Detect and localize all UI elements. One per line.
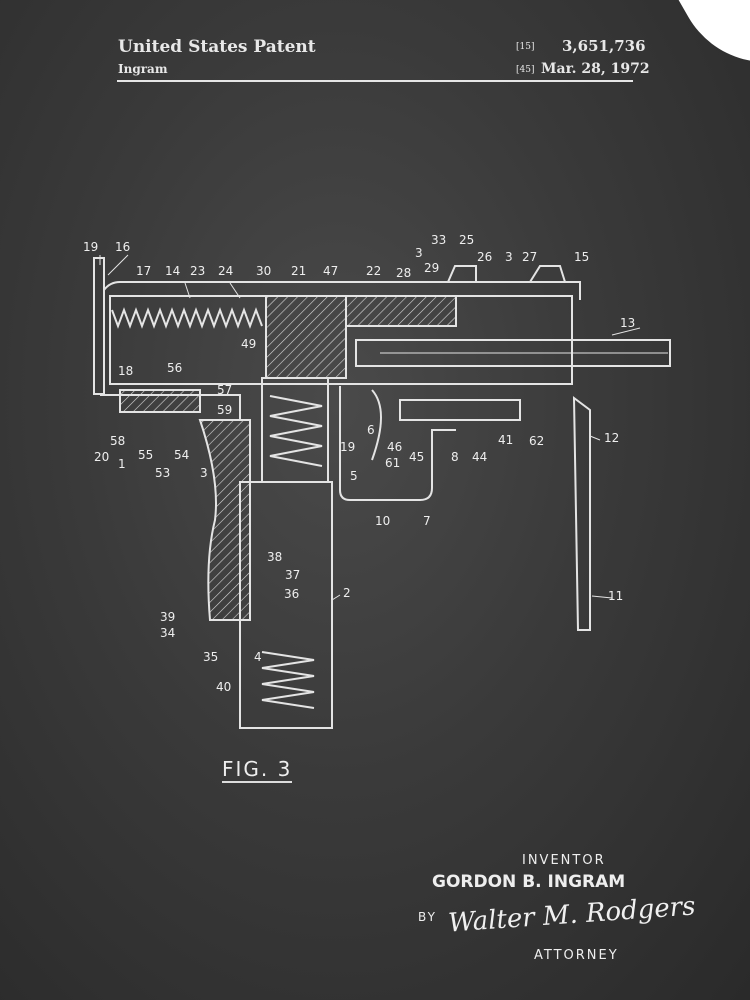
ref-numeral: 38 <box>267 550 283 564</box>
bolt-hatched <box>265 295 347 379</box>
ref-numeral: 27 <box>522 250 538 264</box>
top-cover-hatched <box>345 295 457 327</box>
pistol-grip <box>198 419 251 621</box>
ref-numeral: 55 <box>138 448 154 462</box>
ref-numeral: 58 <box>110 434 126 448</box>
ref-numeral: 15 <box>574 250 590 264</box>
ref-numeral: 45 <box>409 450 425 464</box>
front-strap <box>572 395 591 631</box>
ref-numeral: 5 <box>350 469 358 483</box>
ref-numeral: 61 <box>385 456 401 470</box>
recoil-spring <box>111 307 263 329</box>
ref-numeral: 12 <box>604 431 620 445</box>
ref-numeral: 13 <box>620 316 636 330</box>
ref-numeral: 7 <box>423 514 431 528</box>
ref-numeral: 20 <box>94 450 110 464</box>
by-label: BY <box>418 910 437 924</box>
ref-numeral: 57 <box>217 383 233 397</box>
ref-numeral: 33 <box>431 233 447 247</box>
inventor-heading: INVENTOR <box>522 853 606 868</box>
magazine-spring-upper <box>269 395 323 467</box>
ref-numeral: 2 <box>343 586 351 600</box>
header-rule <box>117 80 633 82</box>
ref-numeral: 8 <box>451 450 459 464</box>
date-code: [45] <box>516 65 535 75</box>
ref-numeral: 29 <box>424 261 440 275</box>
ref-numeral: 3 <box>505 250 513 264</box>
ref-numeral: 3 <box>415 246 423 260</box>
attorney-heading: ATTORNEY <box>534 948 619 963</box>
ref-numeral: 30 <box>256 264 272 278</box>
ref-numeral: 40 <box>216 680 232 694</box>
ref-numeral: 44 <box>472 450 488 464</box>
ref-numeral: 59 <box>217 403 233 417</box>
ref-numeral: 25 <box>459 233 475 247</box>
sear-assembly <box>399 399 521 421</box>
stock-plate <box>93 257 105 395</box>
ref-numeral: 54 <box>174 448 190 462</box>
ref-numeral: 18 <box>118 364 134 378</box>
patent-title: United States Patent <box>118 37 316 57</box>
ref-numeral: 36 <box>284 587 300 601</box>
ref-numeral: 3 <box>200 466 208 480</box>
patent-code: [15] <box>516 42 535 52</box>
ref-numeral: 37 <box>285 568 301 582</box>
inventor-name: GORDON B. INGRAM <box>432 872 626 892</box>
ref-numeral: 17 <box>136 264 152 278</box>
trigger-guard <box>339 386 456 501</box>
ref-numeral: 49 <box>241 337 257 351</box>
ref-numeral: 34 <box>160 626 176 640</box>
ref-numeral: 11 <box>608 589 624 603</box>
ref-numeral: 62 <box>529 434 545 448</box>
trigger <box>371 389 382 461</box>
front-sight <box>529 265 566 283</box>
magazine-well <box>239 481 333 729</box>
patent-date: Mar. 28, 1972 <box>541 61 650 77</box>
ref-numeral: 28 <box>396 266 412 280</box>
ref-numeral: 47 <box>323 264 339 278</box>
ref-numeral: 4 <box>254 650 262 664</box>
ref-numeral: 41 <box>498 433 514 447</box>
ref-numeral: 10 <box>375 514 391 528</box>
ref-numeral: 14 <box>165 264 181 278</box>
ref-numeral: 23 <box>190 264 206 278</box>
ref-numeral: 39 <box>160 610 176 624</box>
barrel <box>355 339 671 367</box>
ref-numeral: 22 <box>366 264 382 278</box>
inventor-short: Ingram <box>118 62 168 76</box>
ref-numeral: 19 <box>340 440 356 454</box>
ref-numeral: 1 <box>118 457 126 471</box>
ref-numeral: 53 <box>155 466 171 480</box>
ref-numeral: 46 <box>387 440 403 454</box>
ref-numeral: 24 <box>218 264 234 278</box>
ref-numeral: 21 <box>291 264 307 278</box>
ref-numeral: 56 <box>167 361 183 375</box>
ref-numeral: 35 <box>203 650 219 664</box>
receiver-top <box>103 281 581 300</box>
magazine-spring-lower <box>261 651 315 709</box>
magazine-upper <box>261 377 329 483</box>
figure-label: FIG. 3 <box>222 757 293 783</box>
ref-numeral: 6 <box>367 423 375 437</box>
patent-number: 3,651,736 <box>562 37 646 55</box>
ref-numeral: 16 <box>115 240 131 254</box>
ref-numeral: 19 <box>83 240 99 254</box>
rear-sight <box>447 265 477 283</box>
ref-numeral: 26 <box>477 250 493 264</box>
